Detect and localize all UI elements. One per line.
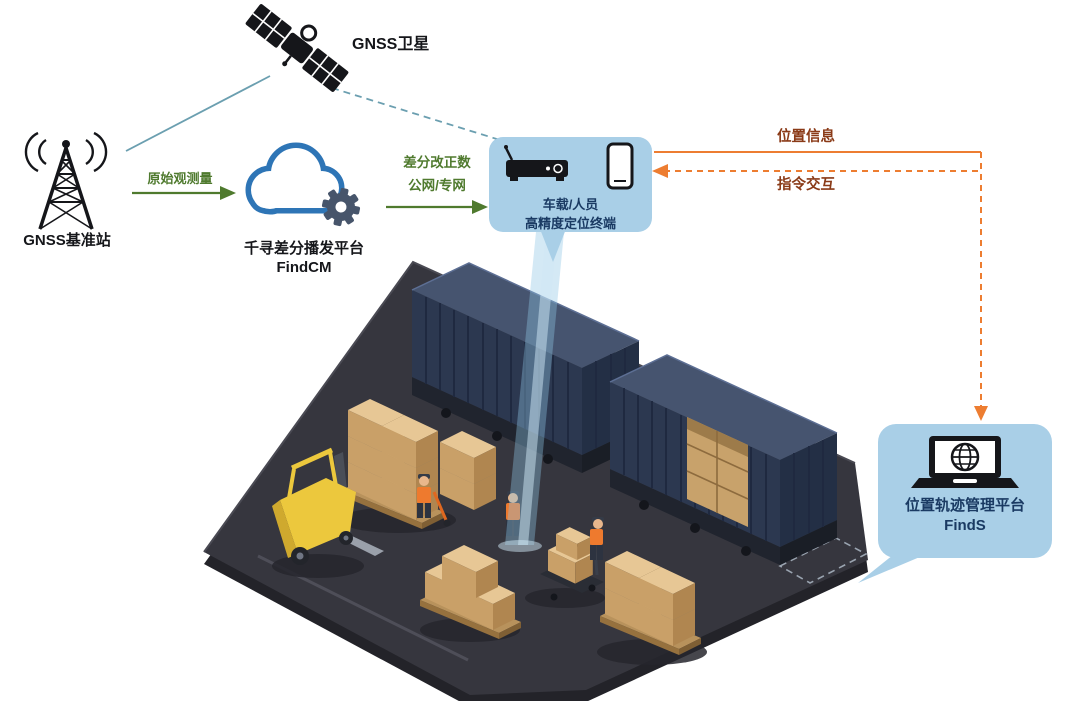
- cloud-platform-label: 千寻差分播发平台: [243, 240, 364, 257]
- position-info-arrow: [654, 151, 988, 421]
- smartphone-icon: [606, 142, 633, 190]
- cloud-icon: [245, 142, 345, 215]
- cloud-platform-name: FindCM: [276, 259, 332, 276]
- satellite-label: GNSS卫星: [352, 36, 430, 53]
- worker-hand-truck: [417, 474, 451, 527]
- position-info-label: 位置信息: [777, 129, 835, 145]
- terminal-bubble-tail: [540, 229, 566, 262]
- raw-observation-label: 原始观测量: [147, 171, 213, 186]
- terminal-bubble: 车载/人员 高精度定位终端: [489, 137, 652, 232]
- correction-arrow: [386, 200, 488, 214]
- platform-bubble: 位置轨迹管理平台 FindS: [878, 424, 1052, 558]
- worker-in-beam: [506, 491, 520, 536]
- base-station-label: GNSS基准站: [23, 232, 111, 249]
- raw-observation-arrow: [132, 186, 236, 200]
- forklift: [272, 447, 384, 565]
- pallet-jack-group: [540, 517, 604, 601]
- warehouse-scene: [203, 232, 868, 701]
- correction-data-label: 差分改正数: [403, 155, 471, 170]
- positioning-beam: [498, 232, 564, 552]
- laptop-globe-icon: [911, 436, 1019, 488]
- terminal-label-line2: 高精度定位终端: [524, 216, 616, 231]
- platform-bubble-tail: [858, 551, 934, 583]
- satellite-links: [125, 75, 501, 152]
- terminal-icons: [503, 142, 633, 190]
- terminal-label-line1: 车载/人员: [542, 197, 599, 212]
- network-label: 公网/专网: [408, 178, 466, 193]
- command-interact-label: 指令交互: [777, 177, 835, 193]
- receiver-box-icon: [503, 145, 568, 181]
- gnss-satellite-icon: [245, 4, 349, 92]
- command-arrow: [652, 164, 978, 178]
- radio-tower-icon: [24, 131, 108, 230]
- gear-icon: [321, 187, 361, 227]
- platform-label-line1: 位置轨迹管理平台: [904, 497, 1025, 514]
- platform-label-line2: FindS: [944, 517, 986, 535]
